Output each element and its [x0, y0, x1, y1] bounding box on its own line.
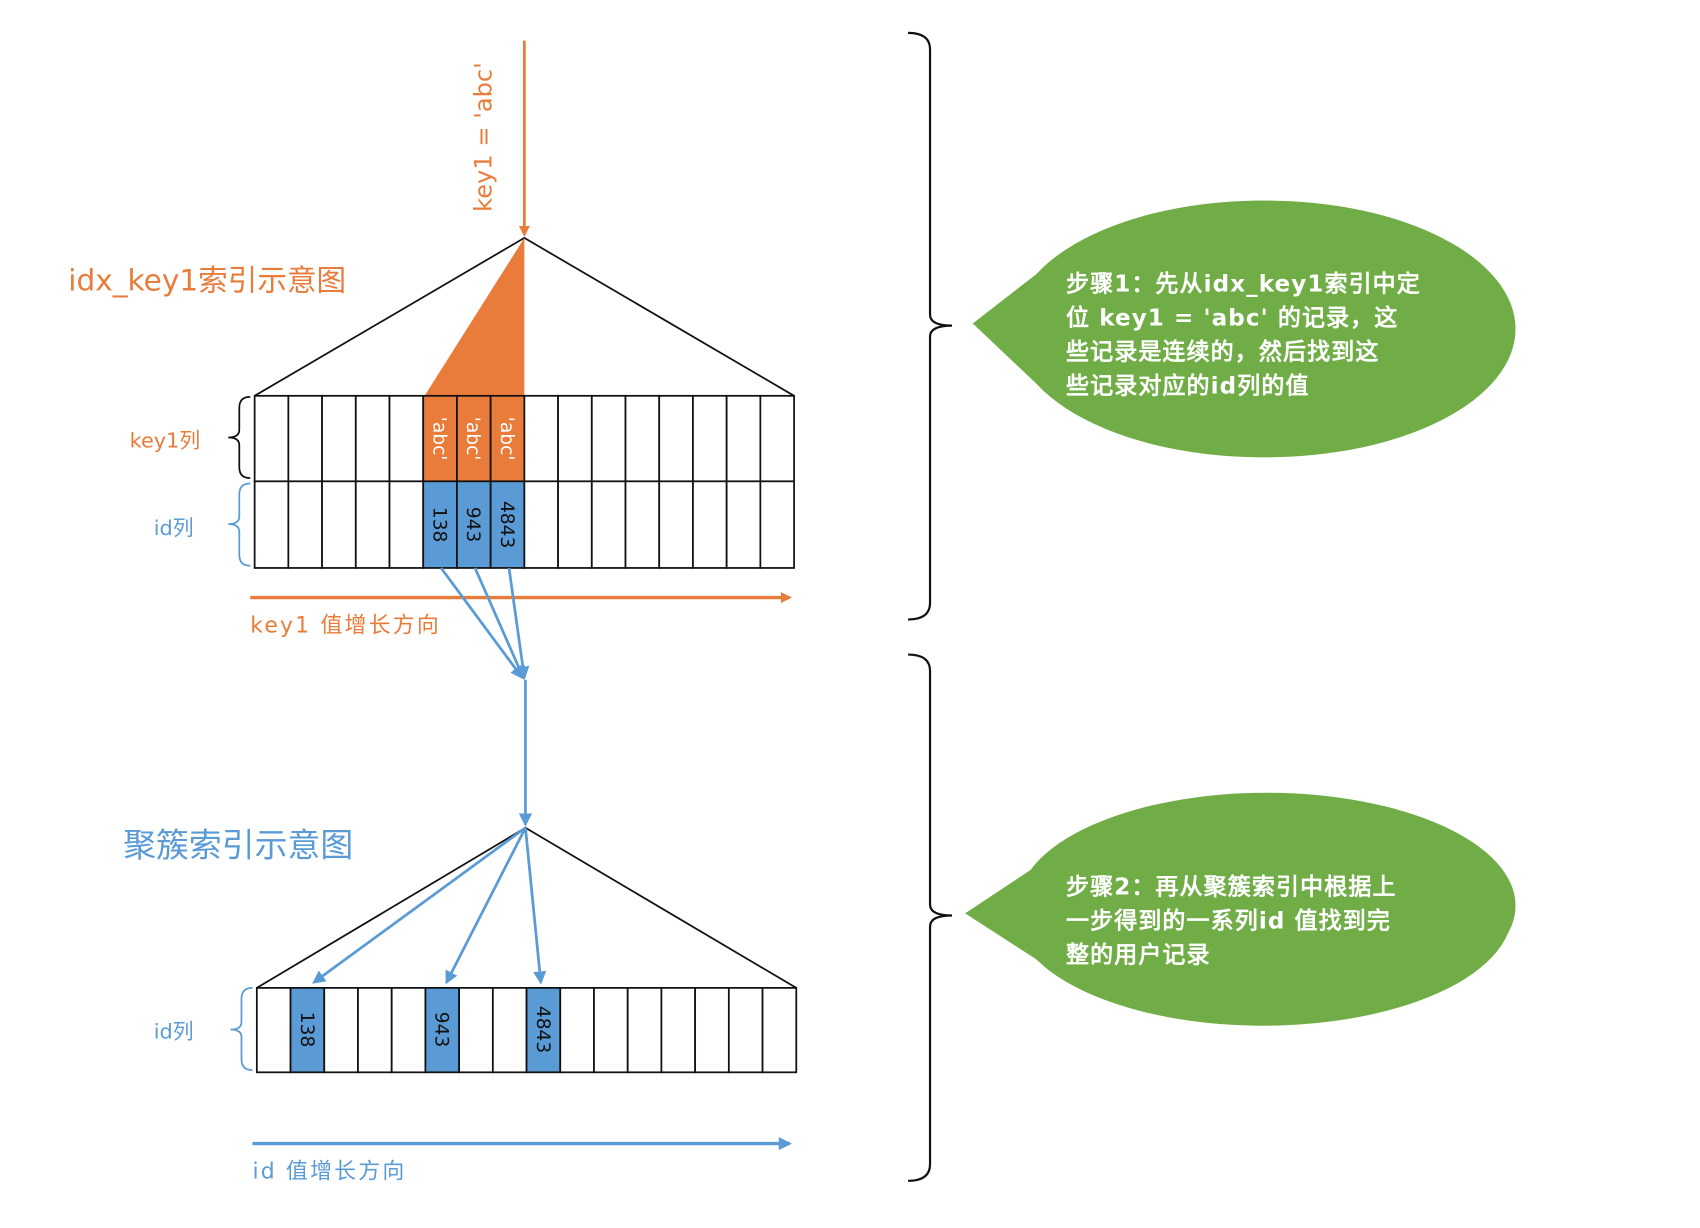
- step1-text-line: 些记录是连续的，然后找到这: [1066, 339, 1379, 366]
- clustered-id-cell: [357, 987, 393, 1074]
- key1-cell: [321, 394, 357, 483]
- step1-text-line: 些记录对应的id列的值: [1066, 373, 1310, 400]
- key-col-bracket: [228, 396, 251, 479]
- id-cell: [523, 480, 559, 569]
- step2-text-line: 步骤2：再从聚簇索引中根据上: [1066, 874, 1397, 901]
- clustered-index-title: 聚簇索引示意图: [123, 825, 353, 864]
- key1-cell: [692, 394, 728, 483]
- clustered-id-cell: [390, 987, 427, 1074]
- clustered-id-cell: [660, 987, 697, 1074]
- key1-cell: [590, 394, 627, 483]
- key1-cell: [759, 394, 795, 483]
- secondary-index-title: idx_key1索引示意图: [68, 264, 346, 298]
- clustered-id-col-bracket: [230, 987, 253, 1071]
- id-cell: [321, 480, 357, 569]
- step1-text-line: 步骤1：先从idx_key1索引中定: [1066, 271, 1421, 298]
- id-value: 4843: [496, 501, 517, 548]
- key1-cell: [489, 394, 526, 483]
- clustered-id-cell: [255, 987, 292, 1074]
- id-cell: [422, 480, 458, 569]
- clustered-id-cell: [323, 987, 359, 1074]
- secondary-index-table: 'abc' 'abc' 'abc' 138 943 4843: [253, 394, 795, 569]
- clustered-id-cell: [559, 987, 595, 1074]
- clustered-id-col-label: id列: [154, 1019, 194, 1043]
- id-value: 943: [462, 507, 483, 543]
- step2-text-line: 一步得到的一系列id 值找到完: [1066, 908, 1391, 935]
- clustered-id-cell: [694, 987, 730, 1074]
- key1-cell: [523, 394, 559, 483]
- id-cell: [624, 480, 661, 569]
- clustered-id-value: 4843: [532, 1006, 553, 1053]
- id-lookup-lines: [439, 567, 533, 827]
- clustered-id-cell: [491, 987, 528, 1074]
- id-cell: [489, 480, 526, 569]
- clustered-id-cell: [525, 987, 562, 1074]
- step1-text-line: 位 key1 = 'abc' 的记录，这: [1066, 305, 1398, 332]
- key1-cell: [624, 394, 661, 483]
- key1-value: 'abc': [462, 417, 483, 461]
- key1-cell: [658, 394, 694, 483]
- clustered-id-cell: [727, 987, 764, 1074]
- clustered-lookup-arrows: [312, 826, 547, 985]
- id-cell: [354, 480, 391, 569]
- key1-value: 'abc': [496, 417, 517, 461]
- id-cell: [590, 480, 627, 569]
- key1-value: 'abc': [428, 417, 449, 461]
- clustered-id-cell: [289, 987, 326, 1074]
- key1-cell: [354, 394, 391, 483]
- key1-cell: [388, 394, 425, 483]
- key1-cell: [253, 394, 290, 483]
- key1-direction-label: key1 值增长方向: [250, 614, 441, 639]
- step1-brace: [908, 31, 952, 621]
- id-value: 138: [428, 507, 449, 543]
- key1-cell: [725, 394, 762, 483]
- id-cell: [557, 480, 593, 569]
- clustered-index-table: 138 943 4843: [255, 987, 798, 1074]
- key-col-label: key1列: [130, 428, 201, 452]
- id-cell: [253, 480, 290, 569]
- clustered-id-cell: [626, 987, 663, 1074]
- step2-text-line: 整的用户记录: [1066, 942, 1211, 969]
- id-col-label: id列: [154, 516, 194, 540]
- id-cell: [658, 480, 694, 569]
- id-direction-label: id 值增长方向: [252, 1160, 406, 1185]
- step2-brace: [908, 653, 952, 1182]
- clustered-id-cell: [593, 987, 629, 1074]
- id-cell: [287, 480, 323, 569]
- clustered-id-value: 943: [431, 1012, 452, 1048]
- matching-range-highlight: [424, 237, 525, 396]
- id-cell: [725, 480, 762, 569]
- id-cell: [759, 480, 795, 569]
- clustered-id-cell: [458, 987, 494, 1074]
- id-cell: [388, 480, 425, 569]
- clustered-id-value: 138: [296, 1012, 317, 1048]
- clustered-id-cell: [761, 987, 798, 1074]
- key1-cell: [287, 394, 323, 483]
- id-cell: [692, 480, 728, 569]
- key1-cell: [557, 394, 593, 483]
- id-col-bracket: [228, 482, 251, 567]
- query-label: key1 = 'abc': [469, 62, 497, 212]
